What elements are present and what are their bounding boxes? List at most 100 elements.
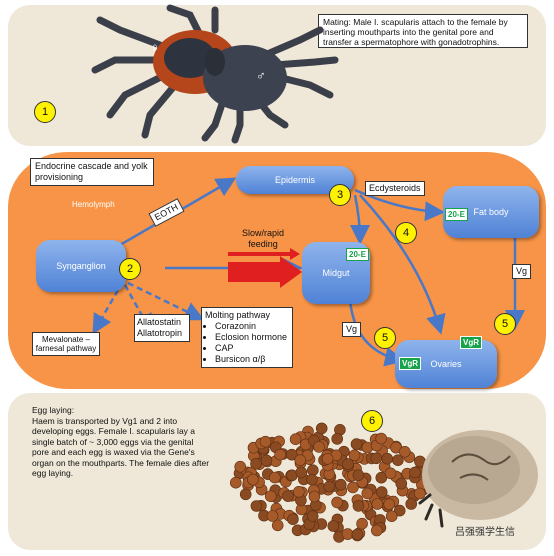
egg [250,500,263,512]
egg [347,481,359,494]
hemolymph-label: Hemolymph [72,200,115,209]
step-marker-3: 3 [329,184,351,206]
egg [341,528,354,540]
egg [271,519,284,532]
egg [294,454,307,467]
female-symbol: ♀ [150,40,160,55]
egg [405,498,418,510]
egg [321,452,334,465]
egg [287,513,299,526]
molting-item: Bursicon α/β [215,354,289,365]
egg [383,498,396,511]
egg [385,510,398,523]
arrow-midgut-ovaries [348,299,405,367]
feeding-label: Slow/rapid feeding [241,228,285,249]
egg [375,486,388,498]
egg [370,524,383,537]
molting-item: Eclosion hormone [215,332,289,343]
tag-20e-fatbody: 20-E [445,208,468,221]
egg [313,441,325,453]
egg [239,488,252,501]
egg [361,487,374,500]
egg [370,452,383,465]
egg [331,496,343,509]
step-marker-5b: 5 [494,313,516,335]
egg [306,510,319,523]
feeding-arrow-slow [228,248,300,260]
step-marker-5a: 5 [374,327,396,349]
allatotropin-label: Allatotropin [137,328,183,338]
molting-item: CAP [215,343,289,354]
midgut-node: Midgut [302,242,370,304]
egg [308,490,321,503]
egg [371,498,384,510]
egg [409,466,421,479]
cascade-note: Endocrine cascade and yolk provisioning [30,158,154,186]
egg [331,433,344,445]
egg [292,485,305,498]
allatostatin-label: Allatostatin [137,317,182,327]
vg-label-midgut: Vg [342,322,362,337]
egg [350,438,363,450]
vgr-tag-right: VgR [460,336,482,349]
egg [348,449,361,462]
vg-label-fatbody: Vg [512,264,532,279]
egg [395,477,408,490]
egg [352,469,365,482]
step-marker-1: 1 [34,101,56,123]
egg [356,517,368,530]
egg [375,432,388,445]
egg [230,476,242,489]
egg [352,500,365,512]
egg [334,478,347,491]
egg [266,510,279,522]
egg [259,435,272,448]
arrow-epidermis-midgut [349,194,370,245]
step-marker-2: 2 [119,258,141,280]
egg [342,458,354,470]
synganglion-node: Synganglion [36,240,126,292]
egg [234,460,246,473]
egg [264,490,277,503]
egg [274,448,286,461]
egg [393,504,406,517]
allato-box: Allatostatin Allatotropin [134,314,190,342]
mating-note: Mating: Male I. scapularis attach to the… [318,14,528,48]
feeding-arrow-rapid [228,256,302,288]
egg-laying-description: Haem is transported by Vg1 and 2 into de… [32,415,210,479]
molting-title: Molting pathway [205,310,271,320]
egg [398,445,411,458]
molting-item: Corazonin [215,321,289,332]
male-symbol: ♂ [256,68,266,83]
arrow-epidermis-fatbody [354,188,445,222]
egg [323,480,336,493]
egg-laying-text: Egg laying: Haem is transported by Vg1 a… [32,405,212,479]
egg [247,473,259,486]
egg [289,433,302,446]
step-marker-4: 4 [395,222,417,244]
vgr-tag-left: VgR [399,357,421,370]
step-marker-6: 6 [361,410,383,432]
egg [250,457,262,470]
egg [285,448,298,461]
egg [392,454,404,467]
egg [351,528,364,541]
ecdysteroids-label: Ecdysteroids [365,181,425,196]
tag-20e-midgut: 20-E [346,248,369,261]
egg [260,454,273,467]
mevalonate-box: Mevalonate – farnesal pathway [32,332,100,356]
egg-laying-title: Egg laying: [32,405,75,415]
arrow-epidermis-ovaries [359,194,446,335]
molting-box: Molting pathway Corazonin Eclosion hormo… [201,307,293,368]
watermark: 吕强强学生信 [455,527,515,538]
egg [327,520,340,532]
egg [268,471,281,484]
egg [306,473,318,486]
egg [384,467,397,480]
egg [413,487,426,500]
egg [315,422,328,435]
egg [282,490,294,502]
egg [381,452,394,465]
